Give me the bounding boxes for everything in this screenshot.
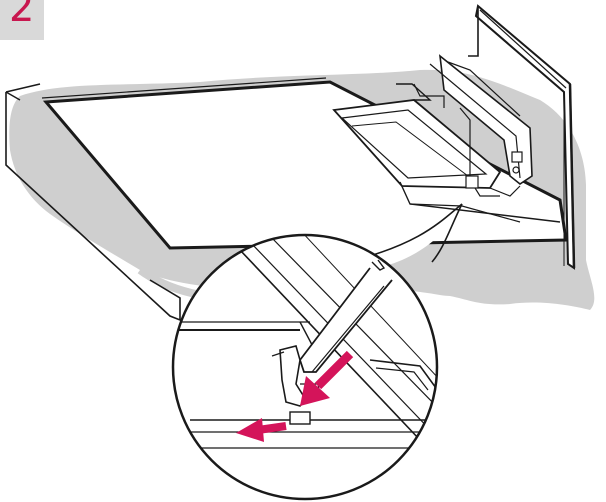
table-edge-top: [6, 84, 40, 92]
